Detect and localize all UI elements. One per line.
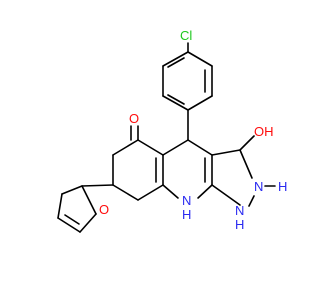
ring-n-h-label: H	[182, 207, 191, 222]
structure-svg: Cl N H OH N H N H O	[57, 28, 287, 233]
pyrazole-n-lower-h: H	[235, 217, 244, 232]
furan-oxygen-label: O	[99, 202, 109, 217]
chlorophenyl-ring	[162, 51, 213, 111]
ketone-oxygen-label: O	[129, 111, 139, 126]
hydroxyl-label: OH	[254, 124, 274, 139]
molecule-diagram: Cl N H OH N H N H O	[57, 28, 287, 233]
pyrazole-ring	[211, 149, 255, 207]
ring-n-label: N	[182, 193, 191, 208]
chlorine-label: Cl	[180, 28, 192, 43]
pyrazole-n-upper-h: H	[278, 179, 287, 194]
cyclohexanone-ring	[112, 139, 164, 201]
pyrazole-n-upper-label: N	[254, 179, 263, 194]
furan-ring	[57, 184, 114, 233]
central-ring	[155, 139, 213, 199]
c-oh-bond	[239, 135, 255, 151]
pyrazole-n-lower-label: N	[235, 203, 244, 218]
